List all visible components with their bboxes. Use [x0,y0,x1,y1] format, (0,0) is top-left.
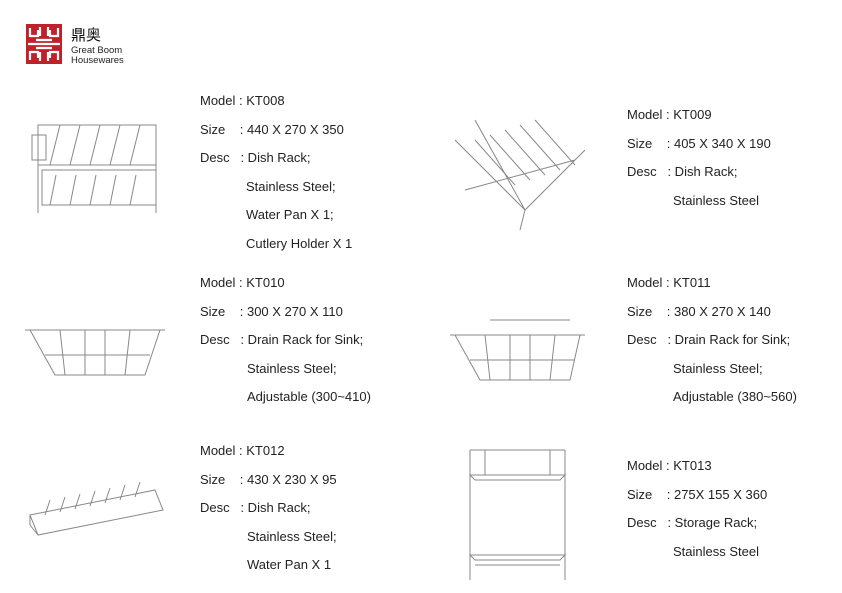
kt008-size: Size : 440 X 270 X 350 [200,122,344,137]
kt009-size: Size : 405 X 340 X 190 [627,136,771,151]
product-image-kt012 [25,480,165,540]
kt012-desc-line: Stainless Steel; [247,529,337,544]
kt010-size: Size : 300 X 270 X 110 [200,304,343,319]
kt011-size: Size : 380 X 270 X 140 [627,304,771,319]
kt010-desc-line: Stainless Steel; [247,361,337,376]
kt011-desc-line: Stainless Steel; [673,361,763,376]
kt012-desc: Desc : Dish Rack; [200,500,311,515]
kt008-desc-line: Stainless Steel; [246,179,336,194]
product-image-kt011 [450,315,585,385]
kt013-desc: Desc : Storage Rack; [627,515,758,530]
brand-logo-icon [26,24,62,64]
kt013-size: Size : 275X 155 X 360 [627,487,768,502]
kt011-desc: Desc : Drain Rack for Sink; [627,332,791,347]
kt008-desc-line: Water Pan X 1; [246,207,334,222]
kt009-desc: Desc : Dish Rack; [627,164,738,179]
kt008-desc-line: Cutlery Holder X 1 [246,236,353,251]
product-image-kt009 [454,100,586,231]
kt008-desc: Desc : Dish Rack; [200,150,311,165]
kt010-desc: Desc : Drain Rack for Sink; [200,332,364,347]
kt013-model: Model : KT013 [627,458,712,473]
product-image-kt010 [25,315,165,380]
kt012-desc-line: Water Pan X 1 [247,557,332,572]
kt011-model: Model : KT011 [627,275,711,290]
brand-name-line2: Housewares [71,55,124,66]
product-image-kt008 [30,115,162,215]
kt010-desc-line: Adjustable (300~410) [247,389,371,404]
kt013-desc-line: Stainless Steel [673,544,759,559]
kt009-desc-line: Stainless Steel [673,193,759,208]
kt012-model: Model : KT012 [200,443,285,458]
kt009-model: Model : KT009 [627,107,712,122]
kt011-desc-line: Adjustable (380~560) [673,389,797,404]
kt008-model: Model : KT008 [200,93,285,108]
brand-name-line1: Great Boom [71,45,123,56]
product-image-kt013 [465,440,570,585]
kt012-size: Size : 430 X 230 X 95 [200,472,337,487]
brand-chinese-name: 鼎奥 [71,26,102,44]
kt010-model: Model : KT010 [200,275,285,290]
